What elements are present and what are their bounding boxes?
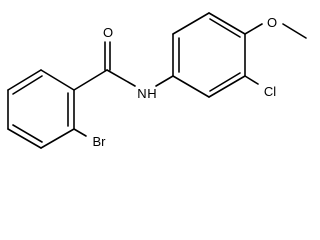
amide-linkage — [73, 41, 174, 91]
chlorine-label: Cl — [264, 84, 276, 99]
methoxy-oxygen-label: O — [267, 15, 277, 30]
chloromethoxyphenyl-ring — [172, 12, 246, 98]
oxygen-methyl-bond — [282, 23, 307, 39]
carbonyl-oxygen-label: O — [103, 25, 113, 40]
chemical-structure-diagram: O N H Br Cl O — [7, 12, 307, 149]
bromine-label: Br — [93, 134, 107, 149]
ring-oxygen-bond — [244, 23, 263, 35]
carbon-chlorine-bond — [244, 75, 259, 85]
amide-nitrogen-label: N — [137, 86, 146, 101]
bromophenyl-ring — [7, 69, 75, 149]
amide-hydrogen-label: H — [147, 86, 156, 101]
carbon-bromine-bond — [73, 128, 87, 137]
